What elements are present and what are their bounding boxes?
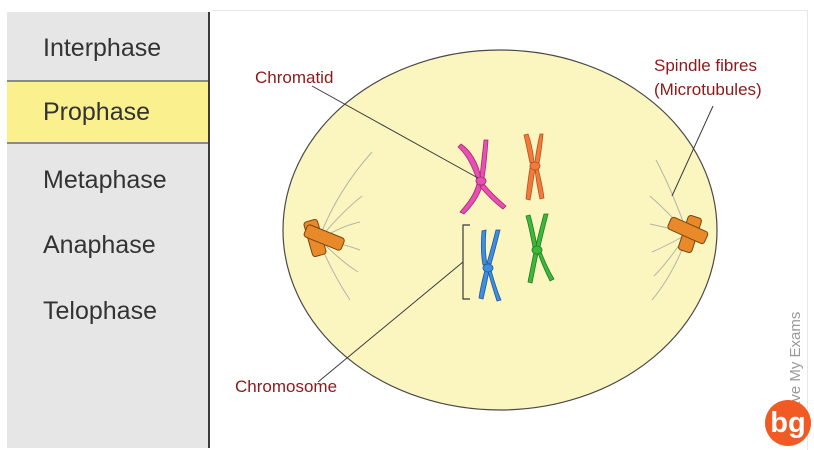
green-chromosome bbox=[525, 213, 555, 284]
phase-metaphase[interactable]: Metaphase bbox=[7, 148, 208, 212]
phase-anaphase[interactable]: Anaphase bbox=[7, 213, 208, 277]
phase-interphase[interactable]: Interphase bbox=[7, 16, 208, 80]
chromatid-leader-line bbox=[311, 85, 479, 179]
spindle-leader-line bbox=[671, 105, 714, 197]
phase-telophase[interactable]: Telophase bbox=[7, 279, 208, 343]
spindle-fibres-label: Spindle fibres bbox=[654, 56, 757, 75]
phase-prophase[interactable]: Prophase bbox=[7, 80, 208, 144]
pink-chromosome bbox=[457, 139, 507, 215]
chromosome-label: Chromosome bbox=[235, 377, 337, 396]
phase-label: Interphase bbox=[43, 33, 162, 62]
phase-label: Metaphase bbox=[43, 165, 167, 194]
phase-label: Prophase bbox=[43, 97, 151, 126]
watermark: Save My Exams bbox=[787, 312, 804, 420]
left-centriole bbox=[303, 218, 345, 258]
blue-chromosome bbox=[478, 229, 502, 302]
right-centriole bbox=[667, 214, 709, 254]
logo-badge: bg bbox=[765, 400, 811, 446]
phase-sidebar: Interphase Prophase Metaphase Anaphase T… bbox=[7, 12, 210, 448]
phase-label: Anaphase bbox=[43, 230, 156, 259]
chromosome-leader-line bbox=[317, 261, 464, 383]
chromatid-label: Chromatid bbox=[255, 68, 333, 87]
microtubules-label: (Microtubules) bbox=[654, 80, 762, 99]
orange-chromosome bbox=[523, 133, 545, 201]
prophase-diagram bbox=[212, 10, 808, 450]
phase-label: Telophase bbox=[43, 296, 157, 325]
